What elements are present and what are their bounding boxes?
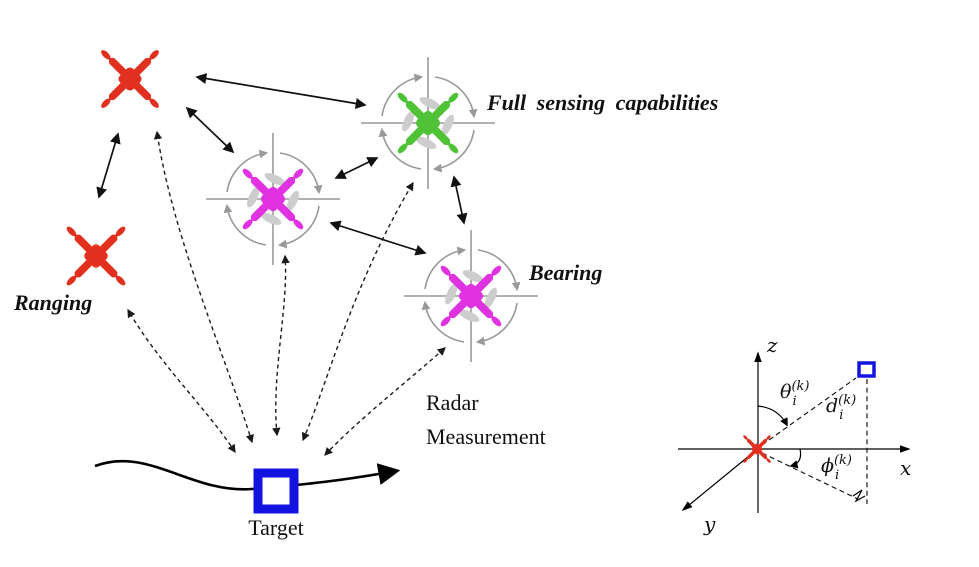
full-sensing-drone (361, 57, 495, 189)
comm-link-red1-red2 (96, 132, 121, 199)
radar-link-target-green (302, 181, 414, 442)
ranging-label: Ranging (13, 290, 92, 315)
theta-label: θ(k)i (780, 379, 809, 409)
target-marker (253, 468, 299, 514)
radar-link-target-magenta1 (272, 254, 290, 437)
target-trajectory-arrow (94, 459, 401, 491)
z-axis-label: z (766, 333, 778, 357)
phi-label: ϕ(k)i (821, 453, 852, 483)
bearing-label: Bearing (528, 260, 602, 285)
target-marker-small (857, 361, 876, 378)
radar-measurement-label-line2: Measurement (426, 424, 546, 449)
radar-link-target-red1 (153, 130, 254, 444)
full-sensing-label: Full sensing capabilities (486, 90, 718, 115)
coordinate-frame: z x y θ(k)i d(k)i ϕ(k)i (678, 333, 911, 536)
target-label: Target (248, 515, 303, 540)
radar-measurement-label-line1: Radar (426, 390, 479, 415)
azimuth-line (761, 452, 863, 502)
ranging-drone-1 (99, 48, 161, 110)
theta-angle-arrow (757, 405, 788, 427)
bearing-drone-2 (404, 230, 538, 362)
radar-link-target-red2 (127, 308, 236, 454)
comm-link-magenta1-magenta2 (329, 220, 427, 256)
comm-link-green-magenta2 (450, 175, 468, 225)
bearing-drone-1 (206, 133, 340, 265)
y-axis-label: y (703, 512, 716, 536)
ranging-drone-2 (65, 225, 127, 287)
comm-link-red1-green (195, 73, 367, 109)
drone-icon (65, 225, 127, 287)
phi-angle-arrow (789, 448, 802, 469)
distance-label: d(k)i (826, 393, 856, 423)
comm-link-red1-magenta1 (185, 106, 235, 154)
comm-link-magenta1-green (334, 157, 379, 179)
radar-link-target-magenta2 (324, 347, 446, 456)
right-angle-mark (852, 489, 866, 503)
x-axis-label: x (900, 456, 911, 480)
distance-line (761, 377, 857, 446)
drone-icon (99, 48, 161, 110)
radar-links (127, 130, 446, 456)
